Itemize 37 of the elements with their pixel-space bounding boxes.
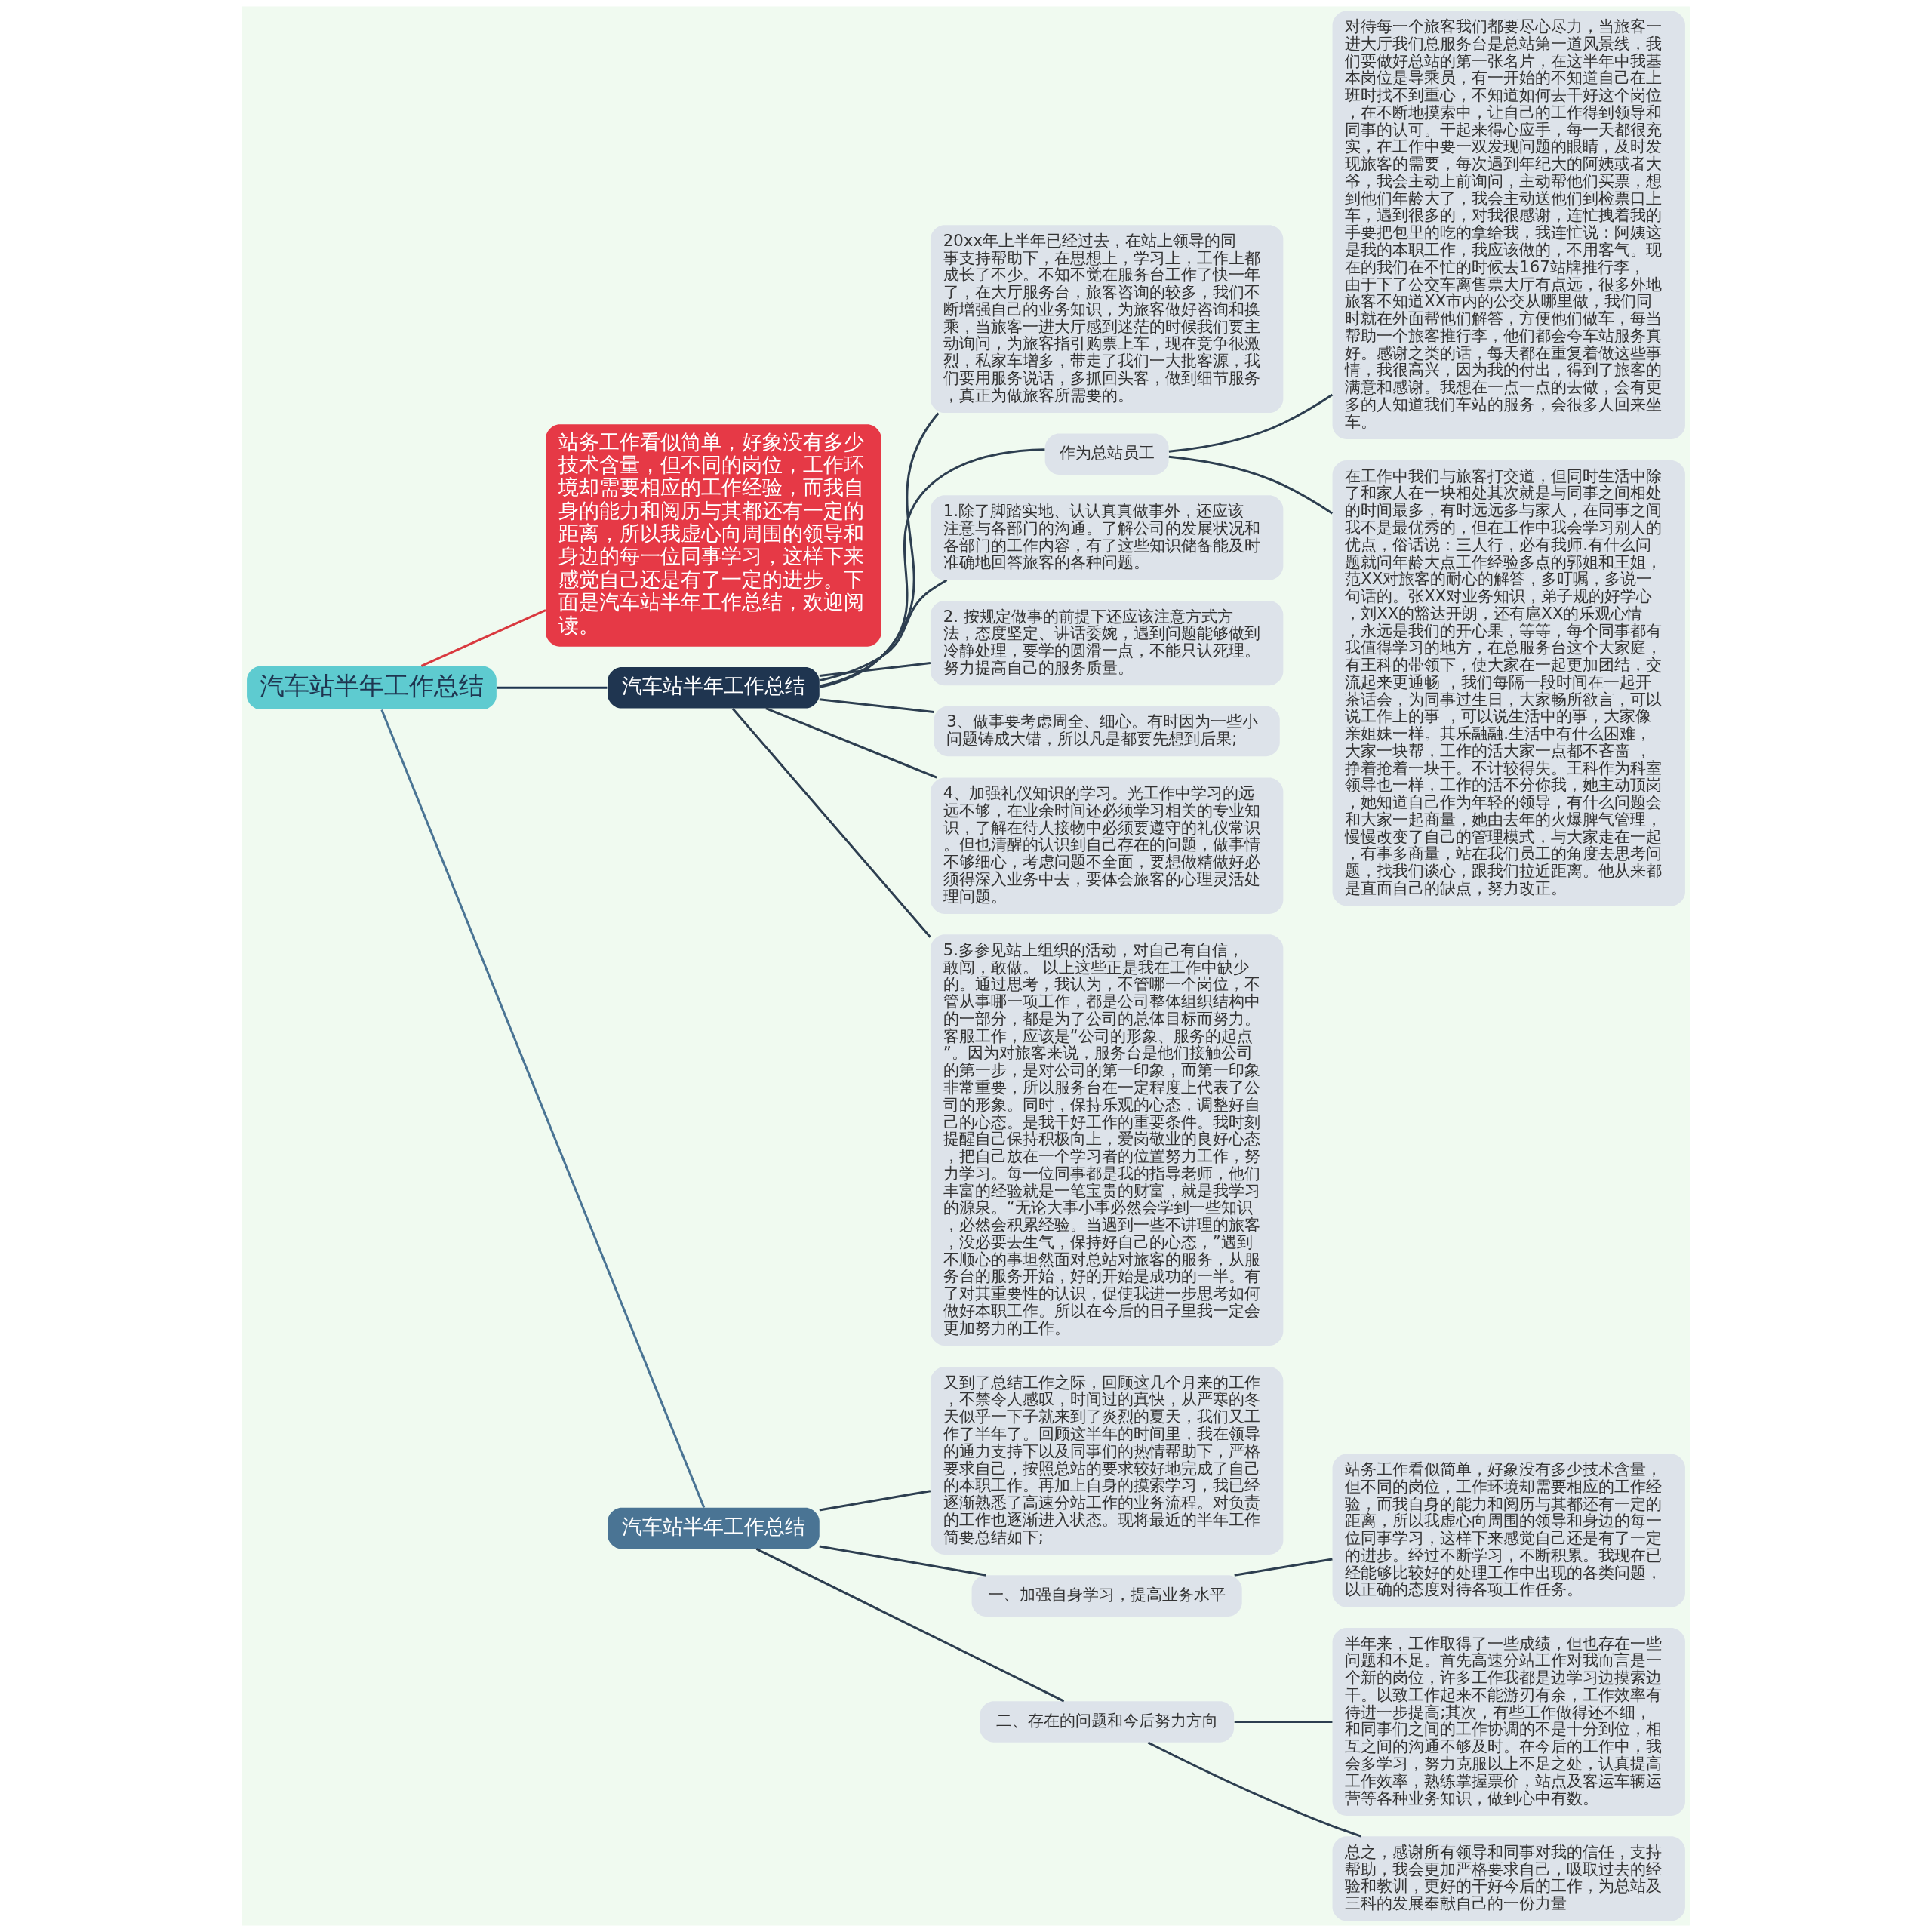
connector bbox=[731, 708, 931, 938]
connector bbox=[1147, 1741, 1361, 1838]
node-box: 作为总站员工 bbox=[1044, 433, 1169, 475]
node-box: 站务工作看似简单，好象没有多少技术含量，但不同的岗位，工作环境却需要相应的工作经验，而我自身的能力和阅历与其都还有一定的距离，所以我虚心向周围的领导和身边的每一位同事学习，这样下来感觉自己还是有了一定的进步。下面是汽车站半年工作总结，欢迎阅读。 bbox=[546, 424, 881, 647]
node-box: 汽车站半年工作总结 bbox=[247, 666, 497, 710]
connector bbox=[819, 412, 940, 688]
connector bbox=[819, 579, 948, 682]
node-box: 对待每一个旅客我们都要尽心尽力，当旅客一进大厅我们总服务台是总站第一道风景线，我们要做好总站的第一张名片，在这半年中我基本岗位是导乘员，有一开始的不知道自己在上班时找不到重心，不知道如何去干好这个岗位，在不断地摸索中，让自己的工作得到领导和同事的认可。干起来得心应手，每一天都很充实，在工作中要一双发现问题的眼睛，及时发现旅客的需要，每次遇到年纪大的阿姨或者大爷，我会主动上前询问，主动帮他们买票，想到他们年龄大了，我会主动送他们到检票口上车，遇到很多的，对我很感谢，连忙拽着我的手要把包里的吃的拿给我，我连忙说：阿姨这是我的本职工作，我应该做的，不用客气。现在的我们在不忙的时候去167站牌推行李，由于下了公交车离售票大厅有点远，很多外地旅客不知道XX市内的公交从哪里做，我们同时就在外面帮他们解答，方便他们做车，每当帮助一个旅客推行李，他们都会夸车站服务真好。感谢之类的话，每天都在重复着做这些事情，我很高兴，因为我的付出，得到了旅客的满意和感谢。我想在一点一点的去做，会有更多的人知道我们车站的服务，会很多人回来坐车。 bbox=[1332, 11, 1685, 439]
connector bbox=[819, 448, 1045, 688]
connector bbox=[1168, 393, 1334, 453]
connector bbox=[497, 686, 608, 689]
connector bbox=[420, 609, 546, 667]
node-box: 5.多参见站上组织的活动，对自己有自信，敢闯，敢做。 以上这些正是我在工作中缺少的。通过思考，我认为，不管哪一个岗位，不管从事哪一项工作，都是公司整体组织结构中的一部分，都是为了公司的总体目标而努力。客服工作，应该是“公司的形象、服务的起点”。因为对旅客来说，服务台是他们接触公司的第一步，是对公司的第一印象，而第一印象非常重要，所以服务台在一定程度上代表了公司的形象。同时，保持乐观的心态，调整好自己的心态。是我干好工作的重要条件。我时刻提醒自己保持积极向上，爱岗敬业的良好心态，把自己放在一个学习者的位置努力工作，努力学习。每一位同事都是我的指导老师，他们丰富的经验就是一笔宝贵的财富，就是我学习的源泉。“无论大事小事必然会学到一些知识，必然会积累经验。当遇到一些不讲理的旅客，没必要去生气，保持好自己的心态，”遇到不顺心的事坦然面对总站对旅客的服务，从服务台的服务开始，好的开始是成功的一半。有了对其重要性的认识，促使我进一步思考如何做好本职工作。所以在今后的日子里我一定会更加努力的工作。 bbox=[930, 934, 1284, 1346]
node-box: 汽车站半年工作总结 bbox=[608, 1507, 820, 1549]
node-box: 又到了总结工作之际，回顾这几个月来的工作，不禁令人感叹，时间过的真快，从严寒的冬天似乎一下子就来到了炎烈的夏天，我们又工作了半年了。回顾这半年的时间里，我在领导的通力支持下以及同事们的热情帮助下，严格要求自己，按照总站的要求较好地完成了自己的本职工作。再加上自身的摸索学习，我已经逐渐熟悉了高速分站工作的业务流程。对负责的工作也逐渐进入状态。现将最近的半年工作简要总结如下; bbox=[930, 1367, 1284, 1555]
node-box: 2. 按规定做事的前提下还应该注意方式方法，态度坚定、讲话委婉，遇到问题能够做到冷静处理，要学的圆滑一点，不能只认死理。努力提高自己的服务质量。 bbox=[930, 600, 1284, 686]
connector bbox=[765, 707, 937, 779]
node-box: 在工作中我们与旅客打交道，但同时生活中除了和家人在一块相处其次就是与同事之间相处的时间最多，有时远远多与家人，在同事之间我不是最优秀的，但在工作中我会学习别人的优点，俗话说：三人行，必有我师.有什么问题就问年龄大点工作经验多点的郭姐和王姐，范XX对旅客的耐心的解答，多叮嘱，多说一句话的。张XX对业务知识，弟子规的好学心，刘XX的豁达开朗，还有扈XX的乐观心情，永远是我们的开心果，等等，每个同事都有我值得学习的地方，在总服务台这个大家庭，有王科的带领下，使大家在一起更加团结，交流起来更通畅 ，我们每隔一段时间在一起开茶话会，为同事过生日，大家畅所欲言，可以说工作上的事 ，可以说生活中的事，大家像亲姐妹一样。其乐融融.生活中有什么困难，大家一块帮，工作的活大家一点都不吝啬 ，挣着抢着一块干。不计较得失。王科作为科室领导也一样，工作的活不分你我，她主动顶岗，她知道自己作为年轻的领导，有什么问题会和大家一起商量，她由去年的火爆脾气管理，慢慢改变了自己的管理模式，与大家走在一起，有事多商量，站在我们员工的角度去思考问题，找我们谈心，跟我们拉近距离。他从来都是直面自己的缺点，努力改正。 bbox=[1332, 460, 1685, 906]
node-box: 汽车站半年工作总结 bbox=[608, 666, 820, 709]
connector bbox=[380, 709, 706, 1509]
connector bbox=[819, 662, 931, 677]
node-box: 4、加强礼仪知识的学习。光工作中学习的远远不够，在业余时间还必须学习相关的专业知识，了解在待人接物中必须要遵守的礼仪常识。但也清醒的认识到自己存在的问题，做事情不够细心，考虑问题不全面，要想做精做好必须得深入业务中去，要体会旅客的心理灵活处理问题。 bbox=[930, 777, 1284, 914]
connector bbox=[755, 1548, 1065, 1703]
node-box: 一、加强自身学习，提高业务水平 bbox=[971, 1575, 1242, 1617]
connector bbox=[819, 1545, 986, 1577]
node-box: 总之，感谢所有领导和同事对我的信任，支持帮助，我会更加严格要求自己，吸取过去的经验和教训，更好的干好今后的工作，为总站及三科的发展奉献自己的一份力量 bbox=[1332, 1836, 1685, 1921]
node-box: 半年来，工作取得了一些成绩，但也存在一些问题和不足。首先高速分站工作对我而言是一个新的岗位，许多工作我都是边学习边摸索边干。以致工作起来不能游刃有余，工作效率有待进一步提高;其次，有些工作做得还不细，和同事们之间的工作协调的不是十分到位，相互之间的沟通不够及时。在今后的工作中，我会多学习，努力克服以上不足之处，认真提高工作效率，熟练掌握票价，站点及客运车辆运营等各种业务知识，做到心中有数。 bbox=[1332, 1628, 1685, 1816]
node-box: 站务工作看似简单，好象没有多少技术含量，但不同的岗位，工作环境却需要相应的工作经验，而我自身的能力和阅历与其都还有一定的距离，所以我虚心向周围的领导和身边的每一位同事学习，这样下来感觉自己还是有了一定的进步。经过不断学习，不断积累。我现在已经能够比较好的处理工作中出现的各类问题，以正确的态度对待各项工作任务。 bbox=[1332, 1454, 1685, 1607]
node-box: 3、做事要考虑周全、细心。有时因为一些小问题铸成大错，所以凡是都要先想到后果; bbox=[934, 706, 1280, 757]
node-box: 20xx年上半年已经过去，在站上领导的同事支持帮助下，在思想上，学习上，工作上都成长了不少。不知不觉在服务台工作了快一年了，在大厅服务台，旅客咨询的较多，我们不断增强自己的业务知识，为旅客做好咨询和换乘，当旅客一进大厅感到迷茫的时候我们要主动询问，为旅客指引购票上车，现在竞争很激烈，私家车增多，带走了我们一大批客源，我们要用服务说话，多抓回头客，做到细节服务，真正为做旅客所需要的。 bbox=[930, 225, 1284, 414]
node-box: 1.除了脚踏实地、认认真真做事外，还应该注意与各部门的沟通。了解公司的发展状况和各部门的工作内容，有了这些知识储备能及时准确地回答旅客的各种问题。 bbox=[930, 495, 1284, 580]
connector bbox=[1168, 455, 1334, 515]
connector bbox=[1234, 1720, 1333, 1723]
connector bbox=[819, 698, 934, 714]
node-box: 二、存在的问题和今后努力方向 bbox=[980, 1701, 1235, 1743]
connector bbox=[819, 1490, 931, 1512]
connector bbox=[1234, 1558, 1333, 1577]
